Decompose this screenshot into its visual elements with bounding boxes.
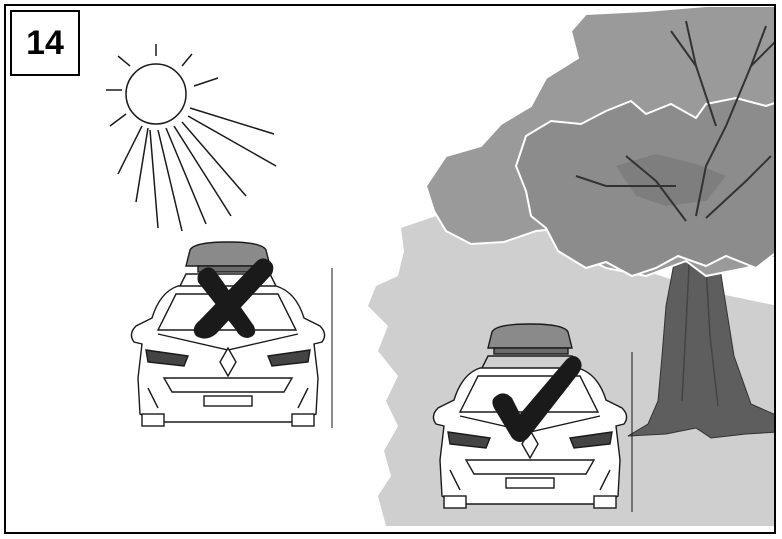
illustration-frame: 14 <box>4 4 776 534</box>
sun-icon <box>106 44 276 231</box>
instruction-illustration <box>6 6 776 534</box>
step-number: 14 <box>26 24 64 63</box>
car-in-sun <box>131 242 332 428</box>
roof-box <box>488 324 572 348</box>
step-number-box: 14 <box>10 10 80 76</box>
